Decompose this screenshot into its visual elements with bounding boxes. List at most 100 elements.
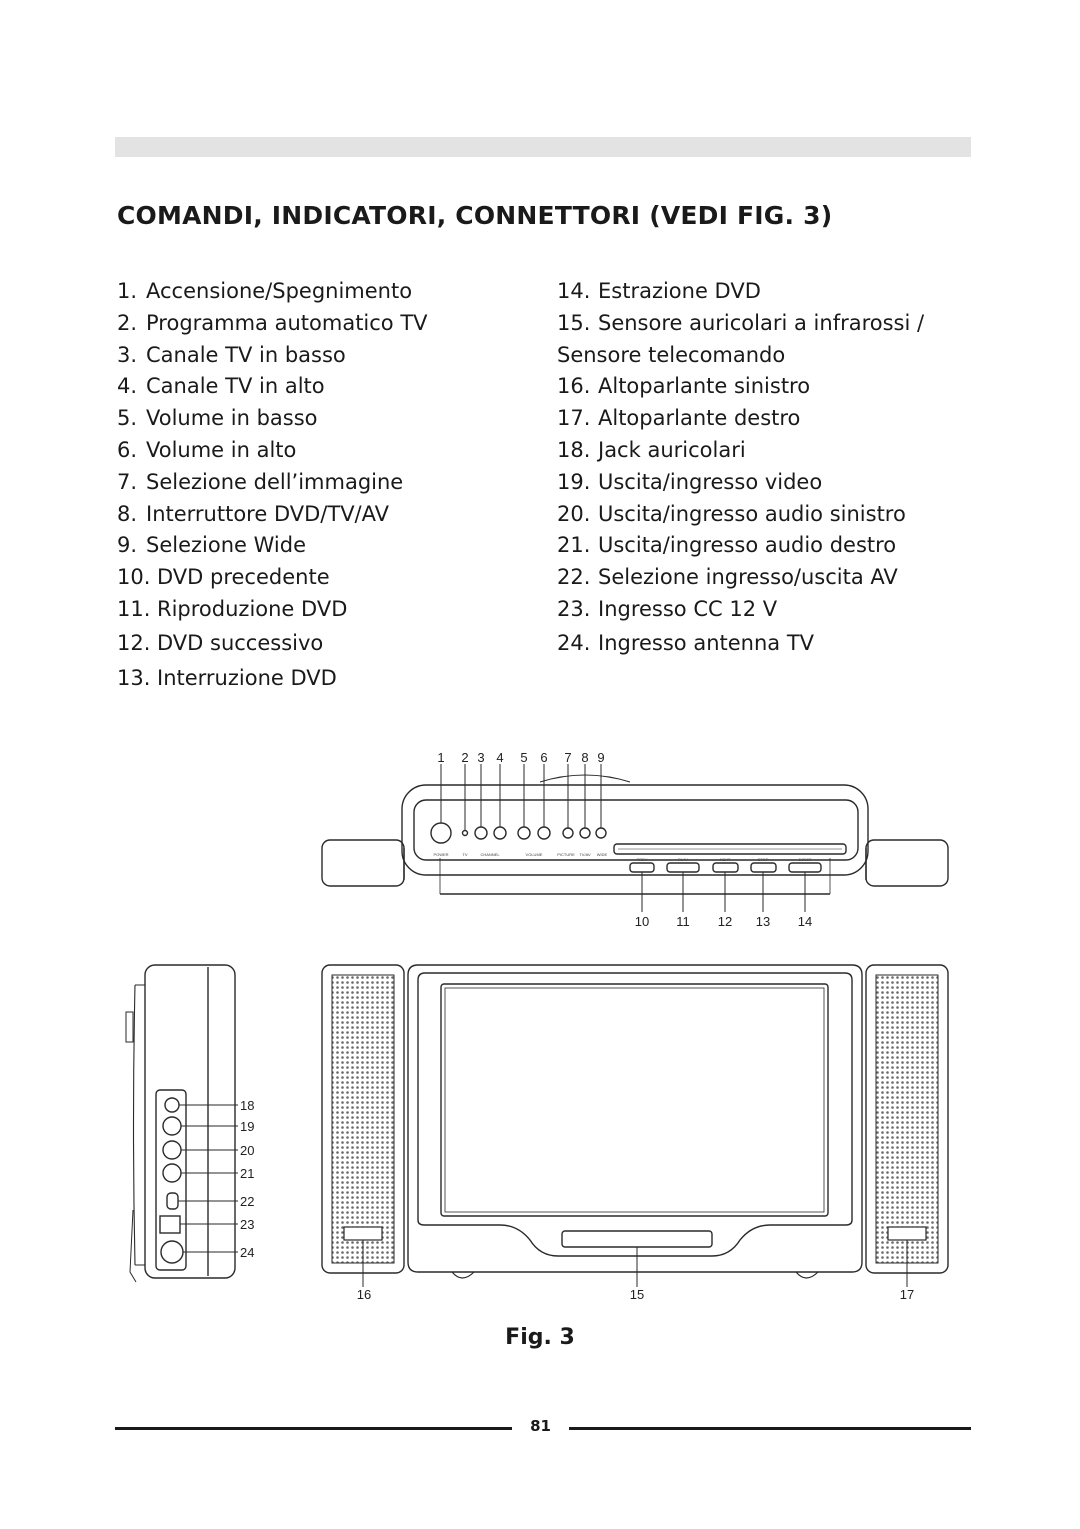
page-number: 81 [530, 1417, 551, 1435]
item-label: Riproduzione DVD [157, 596, 348, 621]
eject-button [788, 862, 822, 873]
volume-down-button [517, 826, 531, 840]
callout-7: 7 [564, 750, 571, 765]
item-label: Ingresso antenna TV [598, 630, 815, 655]
callout-6: 6 [540, 750, 547, 765]
side-view-labels: 18 19 20 21 22 23 24 [240, 1098, 254, 1260]
list-item: 1. Accensione/Spegnimento [117, 276, 428, 308]
panel-label-tv: TV [462, 852, 467, 857]
callout-12: 12 [718, 914, 732, 929]
callout-22: 22 [240, 1194, 254, 1209]
video-jack [162, 1116, 182, 1136]
prev-button [629, 862, 655, 873]
item-label: Uscita/ingresso audio destro [598, 533, 897, 558]
item-number: 17. [557, 406, 591, 431]
button-label-prev: PREV [637, 857, 648, 862]
button-label-next: NEXT [720, 857, 731, 862]
next-button [712, 862, 739, 873]
top-view [321, 764, 949, 912]
front-view [321, 964, 949, 1287]
front-view-labels: 16 15 17 [357, 1287, 914, 1302]
panel-label-tvav: TV/AV [579, 852, 591, 857]
item-label: Altoparlante destro [598, 406, 801, 431]
item-number: 3. [117, 342, 138, 367]
list-item: 6. Volume in alto [117, 435, 428, 467]
callout-5: 5 [520, 750, 527, 765]
item-number: 6. [117, 437, 138, 462]
item-number: 14. [557, 279, 591, 303]
item-number: 19. [557, 469, 591, 494]
callout-9: 9 [597, 750, 604, 765]
list-item: 21.Uscita/ingresso audio destro [557, 530, 924, 562]
side-view [125, 964, 238, 1283]
callout-10: 10 [635, 914, 649, 929]
item-label: Accensione/Spegnimento [146, 279, 413, 303]
channel-up-button [493, 826, 507, 840]
list-item: 4.Canale TV in alto [117, 371, 428, 403]
callout-8: 8 [581, 750, 588, 765]
callout-14: 14 [798, 914, 812, 929]
list-item: 18. Jack auricolari [557, 435, 924, 467]
item-label: Jack auricolari [598, 437, 746, 462]
controls-list-left: 1. Accensione/Spegnimento 2.Programma aut… [117, 276, 428, 696]
button-label-eject: EJECT [799, 857, 812, 862]
item-label: Selezione dell’immagine [146, 469, 404, 494]
list-item: 2.Programma automatico TV [117, 308, 428, 340]
item-number: 9. [117, 533, 138, 558]
item-label: Volume in alto [146, 437, 297, 462]
tv-av-switch [579, 827, 591, 839]
callout-19: 19 [240, 1119, 254, 1134]
callout-21: 21 [240, 1166, 254, 1181]
figure-caption: Fig. 3 [505, 1325, 575, 1350]
item-number: 24. [557, 630, 591, 655]
item-number: 8. [117, 501, 138, 526]
item-label: Uscita/ingresso audio sinistro [598, 501, 906, 526]
list-item: 3. Canale TV in basso [117, 340, 428, 372]
panel-label-power: POWER [433, 852, 448, 857]
item-number: 10. [117, 565, 151, 590]
item-number: 11. [117, 596, 151, 621]
panel-label-picture: PICTURE [557, 852, 575, 857]
item-label: Uscita/ingresso video [598, 469, 823, 494]
footer-rule-right [569, 1427, 971, 1430]
device-diagram: 1 2 3 4 5 6 7 8 9 10 11 12 13 14 POWER T… [125, 750, 949, 1302]
callout-4: 4 [496, 750, 503, 765]
callout-13: 13 [756, 914, 770, 929]
item-label: Volume in basso [146, 406, 318, 431]
panel-label-volume: VOLUME [526, 852, 543, 857]
ir-sensor-bar [561, 1230, 713, 1248]
list-item: Sensore telecomando [557, 340, 924, 372]
item-label: Canale TV in basso [146, 342, 346, 367]
item-number: 22. [557, 565, 591, 590]
item-label: Canale TV in alto [146, 374, 325, 399]
panel-label-channel: CHANNEL [480, 852, 500, 857]
callout-16: 16 [357, 1287, 371, 1302]
item-number: 5. [117, 406, 138, 431]
audio-left-jack [162, 1140, 182, 1160]
callout-3: 3 [477, 750, 484, 765]
item-label: Estrazione DVD [598, 279, 761, 303]
list-item: 13.Interruzione DVD [117, 661, 428, 696]
item-number: 18. [557, 437, 591, 462]
panel-label-wide: WIDE [597, 852, 608, 857]
play-button [666, 862, 700, 873]
item-number: 13. [117, 665, 151, 690]
header-rule-bar [115, 137, 971, 157]
item-number: 1. [117, 279, 138, 303]
callout-15: 15 [630, 1287, 644, 1302]
panel-labels: POWER TV CHANNEL VOLUME PICTURE TV/AV WI… [433, 852, 811, 862]
item-label: Selezione Wide [146, 533, 307, 558]
controls-list-right: 14.Estrazione DVD 15.Sensore auricolari … [557, 276, 924, 661]
list-item: 24. Ingresso antenna TV [557, 626, 924, 661]
callout-23: 23 [240, 1217, 254, 1232]
item-label: Interruttore DVD/TV/AV [146, 501, 390, 526]
list-item: 20.Uscita/ingresso audio sinistro [557, 499, 924, 531]
screen [440, 983, 829, 1217]
callout-24: 24 [240, 1245, 254, 1260]
footer-rule-left [115, 1427, 512, 1430]
button-label-stop: STOP [758, 857, 769, 862]
auto-program-indicator [461, 829, 469, 837]
list-item: 7.Selezione dell’immagine [117, 467, 428, 499]
top-view-labels: 1 2 3 4 5 6 7 8 9 10 11 12 13 14 [437, 750, 812, 929]
list-item: 11.Riproduzione DVD [117, 594, 428, 626]
